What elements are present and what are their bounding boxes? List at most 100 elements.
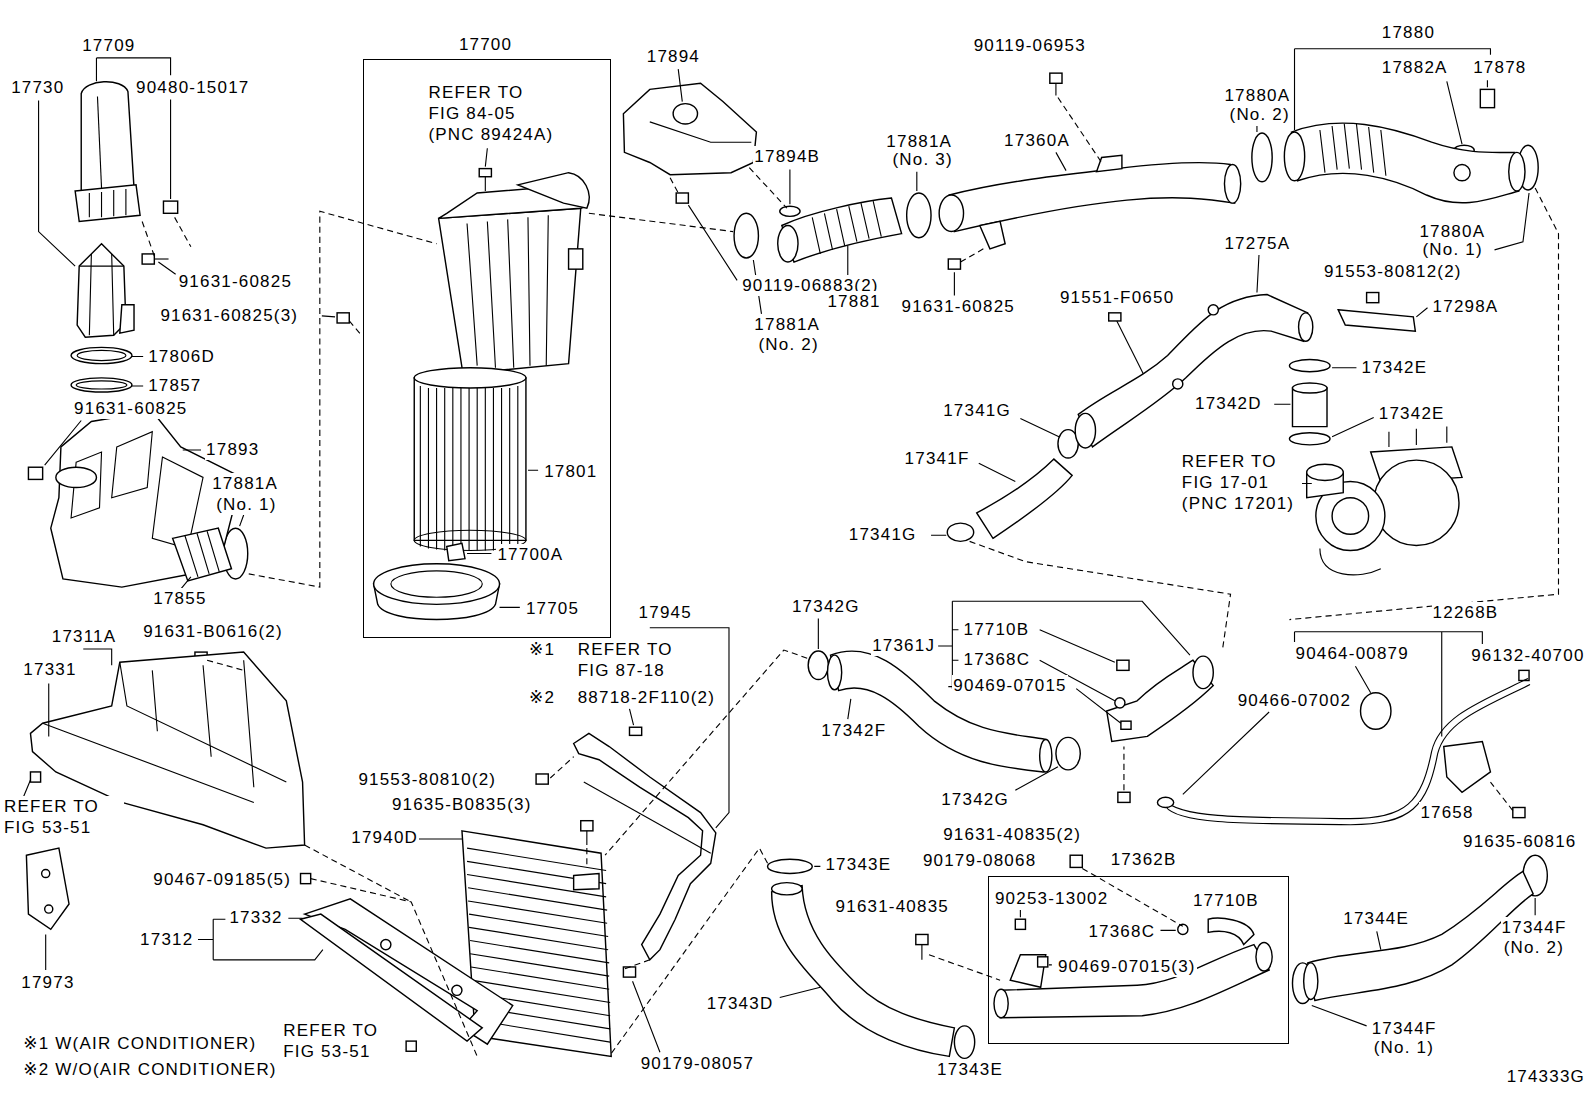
- hose-clamp: [808, 651, 828, 679]
- snorkel-duct: [120, 305, 134, 333]
- intercooler-hoses: [1038, 957, 1048, 967]
- callout-number: 17801: [543, 461, 598, 482]
- intercooler-hoses: [1308, 871, 1533, 1000]
- intercooler-hoses: [1015, 919, 1025, 929]
- engine-cover: [26, 652, 512, 1044]
- intake-duct: [949, 162, 1234, 231]
- callout-number: 91631-40835(2): [942, 824, 1082, 845]
- callout-number: 17881A: [211, 473, 279, 494]
- group-box: 17362B90253-1300217710B17368C90469-07015…: [988, 876, 1290, 1045]
- callout-number: 17312: [139, 929, 194, 950]
- dashed-leader: [550, 757, 650, 970]
- hose-clamp: [71, 133, 1547, 1058]
- callout-number: 17341F: [904, 448, 971, 469]
- callout-number: 90179-08068: [922, 850, 1037, 871]
- intake-duct: [1480, 89, 1494, 107]
- note-text: (No. 1): [215, 494, 277, 515]
- callout-number: 17368C: [963, 649, 1032, 670]
- callout-number: 17730: [10, 77, 65, 98]
- resonator-housing: [56, 467, 97, 487]
- callout-number: 17700A: [496, 544, 564, 565]
- hardware: [163, 201, 177, 213]
- dashed-leader: [960, 98, 1101, 263]
- hardware: [1367, 293, 1379, 303]
- callout-number: 17658: [1419, 802, 1474, 823]
- hardware: [916, 934, 928, 944]
- air-cleaner: [569, 249, 583, 269]
- turbocharger: [1389, 427, 1447, 447]
- callout-number: 91553-80812(2): [1323, 261, 1463, 282]
- callout-number: 17360A: [1003, 130, 1071, 151]
- air-cleaner: [447, 543, 465, 560]
- hardware: [1070, 855, 1082, 867]
- leader-line: [418, 628, 729, 1053]
- note-text: ※1 W(AIR CONDITIONER): [22, 1033, 257, 1054]
- hose-clamp: [77, 350, 126, 360]
- turbo-pipe: [1208, 305, 1218, 315]
- intercooler-hoses: [772, 883, 802, 895]
- dashed-leader: [207, 660, 477, 1056]
- note-text: (No. 1): [1421, 239, 1483, 260]
- callout-number: 17973: [20, 972, 75, 993]
- hardware: [154, 258, 168, 259]
- callout-number: 90119-06953: [973, 35, 1087, 56]
- dashed-leader: [605, 650, 807, 1056]
- hardware: [1118, 792, 1130, 802]
- callout-number: 17344F: [1371, 1018, 1438, 1039]
- turbo-pipe: [1299, 313, 1313, 341]
- hardware: [586, 831, 587, 845]
- hardware: [629, 727, 641, 735]
- intake-duct: [980, 221, 1005, 248]
- dashed-leader: [142, 98, 1558, 1057]
- leader-line: [818, 619, 1058, 791]
- air-cleaner: [439, 208, 581, 374]
- turbocharger: [1332, 498, 1369, 535]
- intercooler: [574, 733, 716, 960]
- callout-number: 96132-40700: [1470, 645, 1585, 666]
- callout-number: 91631-B0616(2): [142, 621, 284, 642]
- hardware: [479, 169, 491, 177]
- callout-number: 17343E: [936, 1059, 1004, 1080]
- callout-number: 17710B: [963, 619, 1031, 640]
- hardware: [1055, 83, 1056, 95]
- dashed-leader: [142, 217, 191, 256]
- hardware: [676, 193, 688, 203]
- intake-duct: [1509, 152, 1525, 191]
- callout-number: 17806D: [147, 346, 216, 367]
- callout-number: 90467-09185(5): [152, 869, 292, 890]
- hardware: [30, 772, 40, 782]
- intake-duct: [1320, 124, 1386, 176]
- callout-number: 91631-40835: [835, 896, 950, 917]
- hardware: [142, 254, 154, 264]
- callout-number: 17894: [646, 46, 701, 67]
- intake-duct: [782, 198, 902, 262]
- callout-number: 12268B: [1432, 602, 1500, 623]
- callout-number: 17940D: [350, 827, 419, 848]
- leader-line: [1295, 49, 1530, 250]
- callout-number: 17342E: [1361, 357, 1429, 378]
- note-text: (No. 2): [1503, 937, 1565, 958]
- vacuum-hose: [1157, 678, 1530, 824]
- callout-number: 91635-60816: [1462, 831, 1577, 852]
- callout-number: 17341G: [942, 400, 1012, 421]
- intercooler-hoses: [1117, 660, 1129, 670]
- turbo-pipe: [1338, 310, 1415, 331]
- intercooler-hoses: [1000, 945, 1269, 1018]
- intake-duct: [778, 225, 798, 262]
- callout-number: 90469-07015: [952, 675, 1067, 696]
- hardware: [406, 1041, 416, 1051]
- callout-number: 17331: [22, 659, 77, 680]
- vacuum-hose: [1166, 685, 1530, 825]
- group-number: 17362B: [1110, 849, 1178, 870]
- resonator-housing: [173, 528, 232, 581]
- hose-clamp: [1289, 360, 1330, 372]
- hose-clamp: [1361, 693, 1391, 730]
- air-cleaner: [420, 386, 517, 551]
- intercooler: [584, 782, 711, 853]
- intercooler: [574, 874, 599, 890]
- snorkel-duct: [79, 254, 124, 335]
- callout-number: 91631-60825(3): [159, 305, 299, 326]
- hose-clamp: [947, 523, 973, 541]
- callout-number: 90464-00879: [1295, 643, 1410, 664]
- callout-number: 17342D: [1194, 393, 1263, 414]
